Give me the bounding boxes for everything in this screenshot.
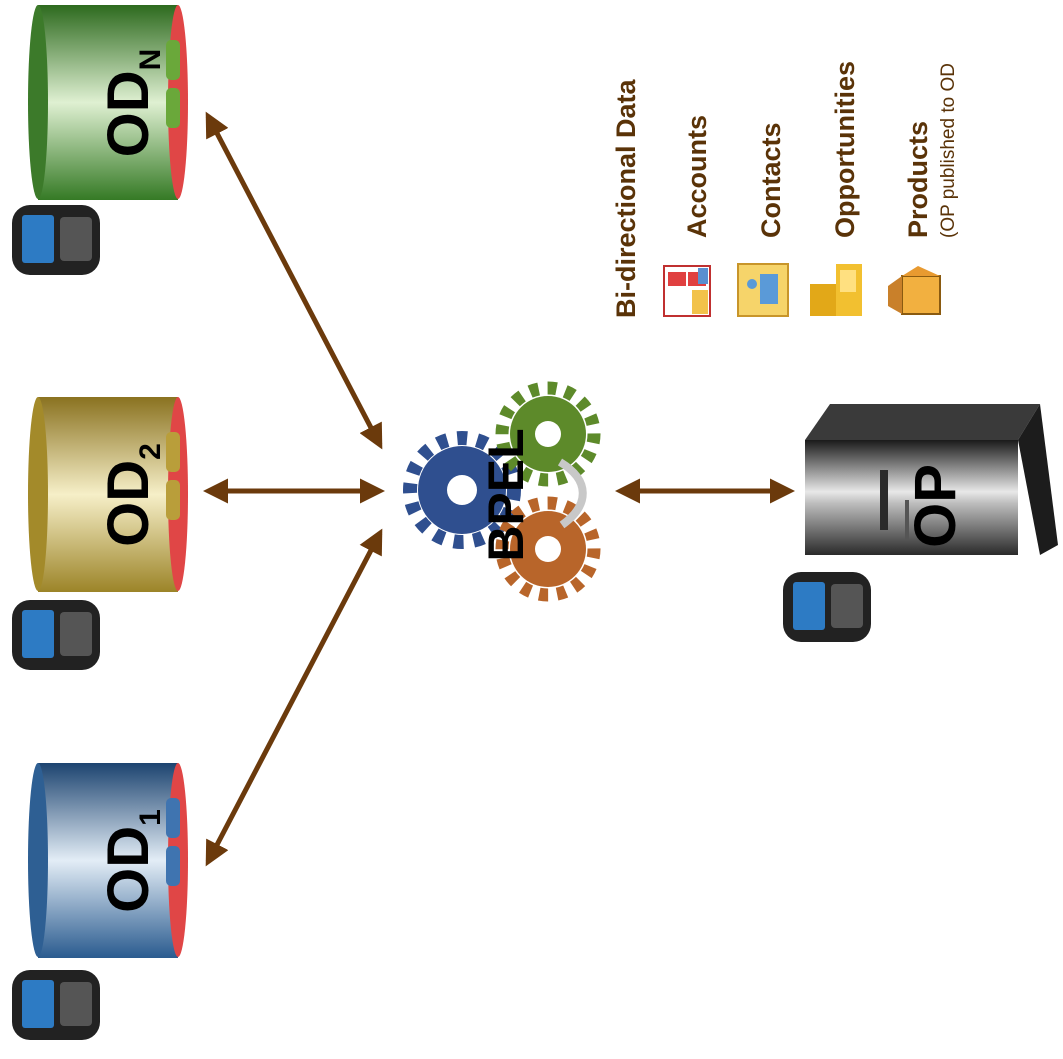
legend-item-opportunities: Opportunities xyxy=(830,61,860,238)
gear-green-icon xyxy=(495,381,601,487)
mobile-device-icon xyxy=(12,600,100,670)
svg-text:Accounts: Accounts xyxy=(682,115,712,238)
svg-text:OP: OP xyxy=(903,464,968,548)
gear-blue-icon xyxy=(403,431,521,549)
arrow-od1-bpel xyxy=(205,528,383,867)
bpel-label: BPEL xyxy=(478,428,534,561)
mobile-device-icon xyxy=(12,205,100,275)
svg-text:OD2: OD2 xyxy=(96,443,167,547)
od1-label: OD1 xyxy=(96,809,167,913)
contacts-icon xyxy=(737,263,789,317)
svg-text:(OP published to OD: (OP published to OD xyxy=(938,63,959,238)
od2-database xyxy=(28,397,188,592)
bpel-gears-icon xyxy=(403,381,601,602)
svg-text:Bi-directional Data: Bi-directional Data xyxy=(611,78,641,318)
legend-heading: Bi-directional Data xyxy=(611,78,641,318)
legend-item-contacts: Contacts xyxy=(756,122,786,238)
odn-label: ODN xyxy=(96,49,167,158)
legend-item-accounts: Accounts xyxy=(682,115,712,238)
mobile-device-icon xyxy=(12,970,100,1040)
products-icon xyxy=(888,266,941,315)
op-label: OP xyxy=(903,464,968,548)
svg-text:BPEL: BPEL xyxy=(478,428,534,561)
mobile-device-icon xyxy=(783,572,871,642)
odn-database xyxy=(28,5,188,200)
arrow-odn-bpel xyxy=(205,111,383,450)
op-server-icon xyxy=(805,404,1058,555)
od1-database xyxy=(28,763,188,958)
opportunities-icon xyxy=(810,264,862,316)
svg-text:Products: Products xyxy=(903,121,933,238)
svg-text:Contacts: Contacts xyxy=(756,122,786,238)
od2-label: OD2 xyxy=(96,443,167,547)
accounts-icon xyxy=(663,265,711,317)
legend-item-products: Products xyxy=(903,121,933,238)
svg-text:ODN: ODN xyxy=(96,49,167,158)
gear-orange-icon xyxy=(495,496,601,602)
legend-item-products-note: (OP published to OD xyxy=(938,63,959,238)
svg-text:Opportunities: Opportunities xyxy=(830,61,860,238)
svg-text:OD1: OD1 xyxy=(96,809,167,913)
